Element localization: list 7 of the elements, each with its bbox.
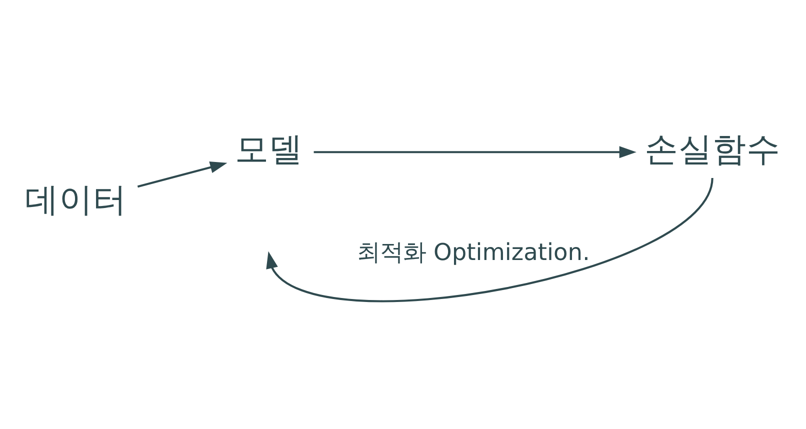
arrow <box>266 177 714 302</box>
node-text: 데이터 <box>25 179 128 218</box>
node-text: 모델 <box>235 128 304 168</box>
node-text: 손실함수 <box>644 128 780 168</box>
arrow <box>137 160 228 188</box>
arrow <box>314 146 636 158</box>
edge-label: 최적화 Optimization. <box>357 238 590 266</box>
